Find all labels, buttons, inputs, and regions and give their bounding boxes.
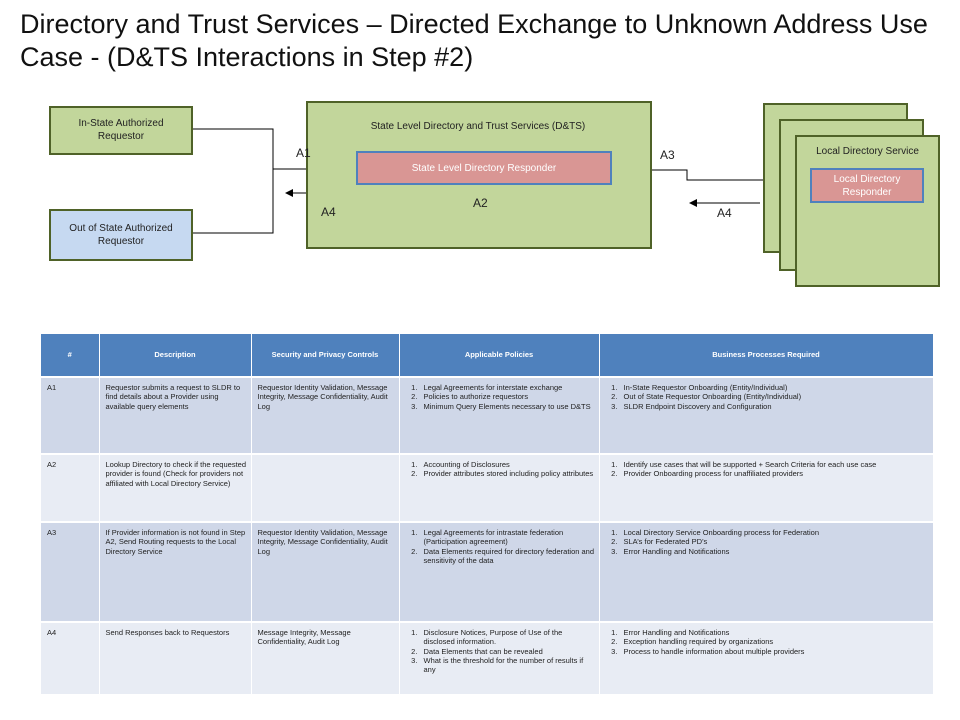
policies-list-item: Legal Agreements for interstate exchange <box>420 383 595 392</box>
a4-right-label: A4 <box>717 206 732 220</box>
policies-list-item: Data Elements that can be revealed <box>420 647 595 656</box>
header-number: # <box>41 334 100 377</box>
row-processes-cell: In-State Requestor Onboarding (Entity/In… <box>599 376 934 454</box>
row-policies-cell: Legal Agreements for intrastate federati… <box>399 521 600 622</box>
policies-list-item: Provider attributes stored including pol… <box>420 469 595 478</box>
out-of-state-requestor-label: Out of State Authorized Requestor <box>69 223 173 247</box>
row-id-cell: A4 <box>41 621 100 694</box>
row-processes-cell: Error Handling and NotificationsExceptio… <box>599 621 934 694</box>
policies-list-item: What is the threshold for the number of … <box>420 656 595 675</box>
a2-label: A2 <box>473 196 488 210</box>
in-state-requestor-box: In-State Authorized Requestor <box>49 106 193 155</box>
policies-list: Accounting of DisclosuresProvider attrib… <box>406 460 595 479</box>
processes-list-item: SLA’s for Federated PD’s <box>620 537 929 546</box>
local-directory-service-label: Local Directory Service <box>816 146 919 157</box>
row-security-cell <box>251 453 400 522</box>
policies-list: Disclosure Notices, Purpose of Use of th… <box>406 628 595 674</box>
row-description-cell: Lookup Directory to check if the request… <box>99 453 252 522</box>
row-id-cell: A2 <box>41 453 100 522</box>
row-policies-cell: Disclosure Notices, Purpose of Use of th… <box>399 621 600 694</box>
row-id-cell: A3 <box>41 521 100 622</box>
row-description-cell: If Provider information is not found in … <box>99 521 252 622</box>
processes-list: In-State Requestor Onboarding (Entity/In… <box>606 383 929 411</box>
policies-list: Legal Agreements for interstate exchange… <box>406 383 595 411</box>
state-dts-label: State Level Directory and Trust Services… <box>370 121 586 132</box>
policies-list-item: Accounting of Disclosures <box>420 460 595 469</box>
processes-list: Error Handling and NotificationsExceptio… <box>606 628 929 656</box>
table-header-row: # Description Security and Privacy Contr… <box>41 334 934 377</box>
row-security-cell: Message Integrity, Message Confidentiali… <box>251 621 400 694</box>
row-processes-cell: Local Directory Service Onboarding proce… <box>599 521 934 622</box>
policies-list-item: Disclosure Notices, Purpose of Use of th… <box>420 628 595 647</box>
local-directory-responder: Local Directory Responder <box>810 168 924 203</box>
row-security-cell: Requestor Identity Validation, Message I… <box>251 376 400 454</box>
row-policies-cell: Accounting of DisclosuresProvider attrib… <box>399 453 600 522</box>
processes-list-item: Local Directory Service Onboarding proce… <box>620 528 929 537</box>
processes-list-item: Provider Onboarding process for unaffili… <box>620 469 929 478</box>
row-id-cell: A1 <box>41 376 100 454</box>
row-processes-cell: Identify use cases that will be supporte… <box>599 453 934 522</box>
row-description-cell: Requestor submits a request to SLDR to f… <box>99 376 252 454</box>
processes-list: Identify use cases that will be supporte… <box>606 460 929 479</box>
row-description-cell: Send Responses back to Requestors <box>99 621 252 694</box>
state-responder-label: State Level Directory Responder <box>411 163 557 174</box>
processes-list: Local Directory Service Onboarding proce… <box>606 528 929 556</box>
processes-list-item: Error Handling and Notifications <box>620 547 929 556</box>
row-security-cell: Requestor Identity Validation, Message I… <box>251 521 400 622</box>
a1-connector <box>193 128 274 234</box>
policies-list-item: Policies to authorize requestors <box>420 392 595 401</box>
out-of-state-requestor-box: Out of State Authorized Requestor <box>49 209 193 261</box>
local-directory-service-box: Local Directory Service <box>795 135 940 287</box>
processes-list-item: Exception handling required by organizat… <box>620 637 929 646</box>
state-level-directory-responder: State Level Directory Responder <box>356 151 612 185</box>
header-description: Description <box>99 334 252 377</box>
processes-list-item: SLDR Endpoint Discovery and Configuratio… <box>620 402 929 411</box>
policies-list-item: Legal Agreements for intrastate federati… <box>420 528 595 547</box>
processes-list-item: Out of State Requestor Onboarding (Entit… <box>620 392 929 401</box>
processes-list-item: Process to handle information about mult… <box>620 647 929 656</box>
row-policies-cell: Legal Agreements for interstate exchange… <box>399 376 600 454</box>
processes-list-item: Error Handling and Notifications <box>620 628 929 637</box>
policies-list-item: Data Elements required for directory fed… <box>420 547 595 566</box>
interactions-table: # Description Security and Privacy Contr… <box>41 334 934 694</box>
processes-list-item: Identify use cases that will be supporte… <box>620 460 929 469</box>
header-security: Security and Privacy Controls <box>251 334 400 377</box>
policies-list: Legal Agreements for intrastate federati… <box>406 528 595 565</box>
a3-label: A3 <box>660 148 675 162</box>
local-responder-label: Local Directory Responder <box>833 174 901 198</box>
slide-title: Directory and Trust Services – Directed … <box>20 9 928 72</box>
in-state-requestor-label: In-State Authorized Requestor <box>78 118 164 142</box>
header-processes: Business Processes Required <box>599 334 934 377</box>
a1-label: A1 <box>296 146 311 160</box>
policies-list-item: Minimum Query Elements necessary to use … <box>420 402 595 411</box>
a4-left-label: A4 <box>321 205 336 219</box>
processes-list-item: In-State Requestor Onboarding (Entity/In… <box>620 383 929 392</box>
header-policies: Applicable Policies <box>399 334 600 377</box>
